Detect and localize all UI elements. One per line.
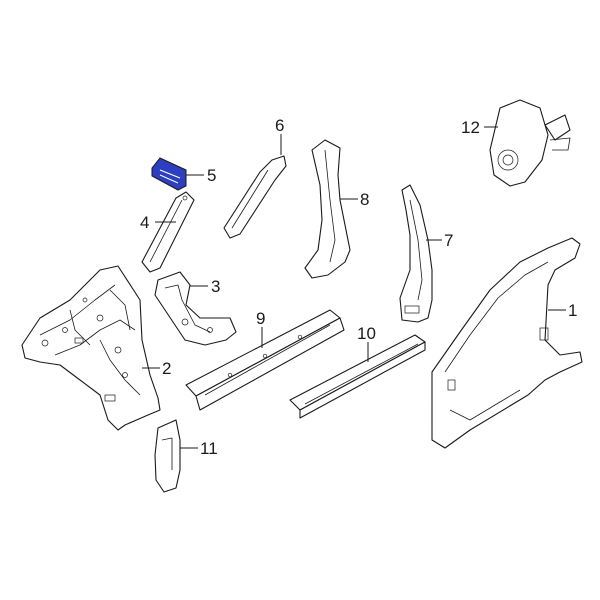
- callout-7: 7: [426, 231, 453, 250]
- callout-9: 9: [256, 309, 265, 348]
- callout-label-10: 10: [357, 324, 376, 343]
- callout-label-7: 7: [444, 231, 453, 250]
- part-5-bracket-highlighted[interactable]: [151, 157, 187, 191]
- callout-label-4: 4: [140, 213, 149, 232]
- part-12-lamp-housing[interactable]: [489, 99, 571, 187]
- callout-label-9: 9: [256, 309, 265, 328]
- part-2-quarter-inner[interactable]: [21, 265, 161, 431]
- part-8-b-pillar[interactable]: [304, 139, 351, 279]
- callout-10: 10: [357, 324, 376, 362]
- callout-label-5: 5: [207, 166, 216, 185]
- callout-label-3: 3: [211, 277, 220, 296]
- part-6-roof-rail[interactable]: [223, 155, 287, 239]
- callout-label-11: 11: [200, 439, 218, 458]
- part-10-rocker-outer[interactable]: [289, 334, 426, 419]
- callout-8: 8: [340, 190, 369, 209]
- callout-12: 12: [461, 118, 498, 137]
- callout-label-8: 8: [360, 190, 369, 209]
- callout-3: 3: [190, 277, 220, 296]
- callout-4: 4: [140, 213, 176, 232]
- callout-1: 1: [548, 301, 577, 320]
- callout-label-2: 2: [162, 359, 171, 378]
- part-11-lower-reinforcement[interactable]: [154, 419, 181, 493]
- callout-5: 5: [186, 166, 216, 185]
- callout-11: 11: [180, 439, 218, 458]
- callout-6: 6: [275, 116, 284, 155]
- part-4-pillar-reinforcement[interactable]: [141, 191, 195, 273]
- callout-label-6: 6: [275, 116, 284, 135]
- callout-2: 2: [142, 359, 171, 378]
- callout-label-1: 1: [568, 301, 577, 320]
- part-7-b-pillar-inner[interactable]: [399, 184, 433, 323]
- part-1-body-side-outer[interactable]: [431, 237, 583, 449]
- callout-label-12: 12: [461, 118, 480, 137]
- part-9-rocker-inner[interactable]: [185, 309, 345, 411]
- part-3-pillar-bracket[interactable]: [154, 271, 237, 346]
